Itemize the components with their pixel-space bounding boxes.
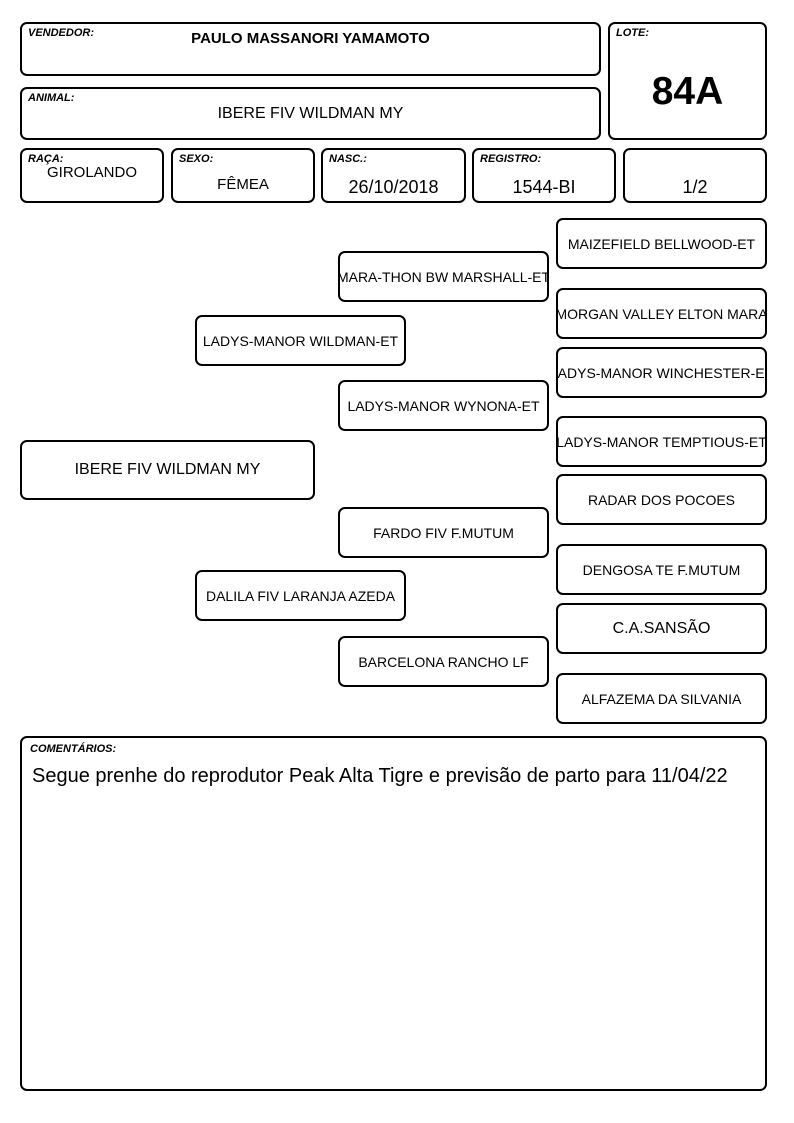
- ggp-7: C.A.SANSÃO: [556, 603, 767, 654]
- animal-box: ANIMAL: IBERE FIV WILDMAN MY: [20, 87, 601, 140]
- ggp-2: MORGAN VALLEY ELTON MARA: [556, 288, 767, 339]
- vendedor-label: VENDEDOR:: [28, 27, 95, 39]
- sire-dam: LADYS-MANOR WYNONA-ET: [338, 380, 549, 431]
- animal-value: IBERE FIV WILDMAN MY: [217, 105, 404, 122]
- dam: DALILA FIV LARANJA AZEDA: [195, 570, 406, 621]
- lote-box: LOTE: 84A: [608, 22, 767, 140]
- sexo-value: FÊMEA: [217, 176, 269, 193]
- sire-sire: MARA-THON BW MARSHALL-ET: [338, 251, 549, 302]
- registro-label: REGISTRO:: [480, 153, 542, 165]
- dam-sire: FARDO FIV F.MUTUM: [338, 507, 549, 558]
- lote-value: 84A: [651, 70, 724, 113]
- nasc-value: 26/10/2018: [348, 177, 439, 197]
- raca-value: GIROLANDO: [46, 164, 137, 181]
- grau-sangue-value: 1/2: [682, 177, 708, 197]
- ggp-8: ALFAZEMA DA SILVANIA: [556, 673, 767, 724]
- raca-box: RAÇA: GIROLANDO: [20, 148, 164, 203]
- vendedor-box: VENDEDOR: PAULO MASSANORI YAMAMOTO: [20, 22, 601, 76]
- sexo-label: SEXO:: [179, 153, 214, 165]
- registro-box: REGISTRO: 1544-BI: [472, 148, 616, 203]
- comments-box: COMENTÁRIOS: Segue prenhe do reprodutor …: [20, 736, 767, 1091]
- comments-text: Segue prenhe do reprodutor Peak Alta Tig…: [32, 765, 728, 787]
- ggp-3: LADYS-MANOR WINCHESTER-ET: [556, 347, 767, 398]
- ggp-6: DENGOSA TE F.MUTUM: [556, 544, 767, 595]
- lote-label: LOTE:: [616, 27, 649, 39]
- ggp-4: LADYS-MANOR TEMPTIOUS-ET: [556, 416, 767, 467]
- sire: LADYS-MANOR WILDMAN-ET: [195, 315, 406, 366]
- comments-label: COMENTÁRIOS:: [30, 743, 117, 755]
- dam-dam: BARCELONA RANCHO LF: [338, 636, 549, 687]
- raca-label: RAÇA:: [28, 153, 64, 165]
- animal-label: ANIMAL:: [28, 92, 75, 104]
- grau-sangue-box: 1/2: [623, 148, 767, 203]
- sexo-box: SEXO: FÊMEA: [171, 148, 315, 203]
- ggp-5: RADAR DOS POCOES: [556, 474, 767, 525]
- ggp-1: MAIZEFIELD BELLWOOD-ET: [556, 218, 767, 269]
- nasc-box: NASC.: 26/10/2018: [321, 148, 466, 203]
- pedigree-animal: IBERE FIV WILDMAN MY: [20, 440, 315, 500]
- registro-value: 1544-BI: [512, 177, 576, 197]
- nasc-label: NASC.:: [329, 153, 367, 165]
- vendedor-value: PAULO MASSANORI YAMAMOTO: [191, 30, 430, 47]
